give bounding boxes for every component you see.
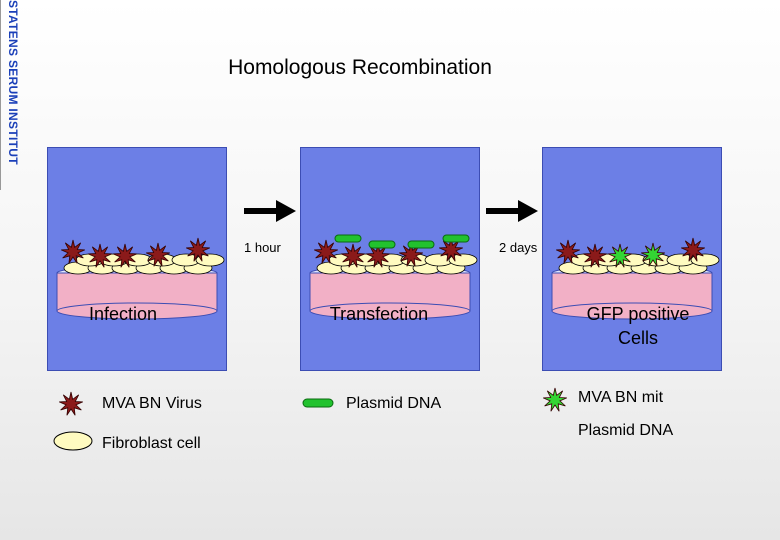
page-title: Homologous Recombination bbox=[228, 56, 492, 79]
virus-icon bbox=[608, 243, 632, 268]
step-label-infection: Infection bbox=[88, 304, 158, 324]
legend-plasmid-label: Plasmid DNA bbox=[346, 395, 442, 412]
infection-dish bbox=[56, 237, 225, 320]
virus-icon bbox=[439, 237, 463, 262]
arrow-2-icon bbox=[486, 200, 538, 222]
virus-icon bbox=[366, 243, 390, 268]
legend-virus-label: MVA BN Virus bbox=[102, 395, 202, 412]
plasmid-legend-icon bbox=[302, 398, 334, 408]
virus-icon bbox=[314, 239, 338, 264]
fibroblast-cell bbox=[195, 253, 225, 267]
virus-legend-icon bbox=[59, 391, 83, 416]
step-label-gfp: GFP positive Cells bbox=[586, 304, 690, 348]
virus-particles bbox=[314, 237, 463, 268]
gfp-dish bbox=[551, 237, 720, 320]
transfection-panel: Transfection bbox=[300, 147, 480, 371]
virus-icon bbox=[583, 243, 607, 268]
virus-icon bbox=[61, 239, 85, 264]
infection-panel: Infection bbox=[47, 147, 227, 371]
gfp-virus-legend-icon bbox=[543, 387, 567, 412]
fibroblast-cell bbox=[448, 253, 478, 267]
virus-icon bbox=[146, 242, 170, 267]
virus-icon bbox=[88, 243, 112, 268]
fibroblast-legend-icon bbox=[53, 431, 93, 451]
virus-icon bbox=[399, 242, 423, 267]
fibroblast-cell bbox=[690, 253, 720, 267]
virus-icon bbox=[113, 243, 137, 268]
virus-icon bbox=[556, 239, 580, 264]
legend-mutant-label-1: MVA BN mit bbox=[578, 389, 664, 406]
virus-icon bbox=[641, 242, 665, 267]
plasmid-strands bbox=[334, 234, 470, 249]
institution-label: STATENS SERUM INSTITUT bbox=[0, 0, 31, 190]
gfp-panel: GFP positive Cells bbox=[542, 147, 722, 371]
virus-icon bbox=[186, 237, 210, 262]
legend-fibroblast-label: Fibroblast cell bbox=[102, 435, 201, 452]
virus-icon bbox=[59, 391, 83, 416]
virus-icon bbox=[543, 387, 567, 412]
arrow-label-1: 1 hour bbox=[244, 240, 281, 255]
virus-particles bbox=[556, 237, 705, 268]
virus-icon bbox=[341, 243, 365, 268]
arrow-1-icon bbox=[244, 200, 296, 222]
transfection-dish bbox=[309, 234, 478, 320]
virus-icon bbox=[681, 237, 705, 262]
arrow-label-2: 2 days bbox=[499, 240, 538, 255]
step-label-transfection: Transfection bbox=[329, 304, 429, 324]
virus-particles bbox=[61, 237, 210, 268]
legend-mutant-label-2: Plasmid DNA bbox=[578, 422, 674, 439]
